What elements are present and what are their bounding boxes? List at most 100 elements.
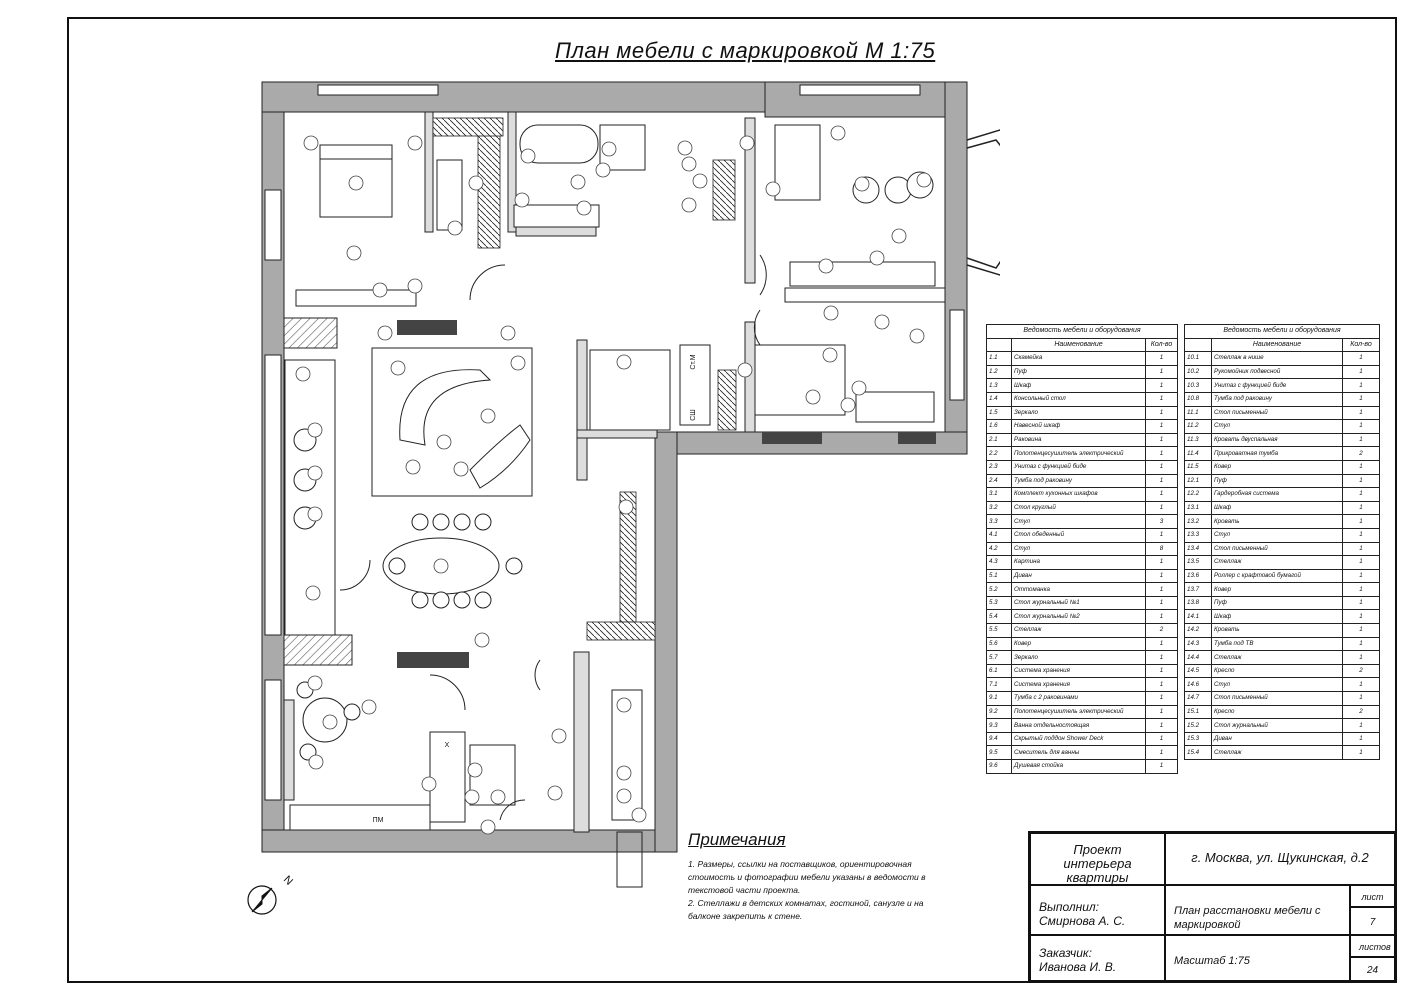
cupboard-label-st: Ст.М [690, 354, 697, 369]
schedule-code: 9.6 [986, 759, 1012, 774]
schedule-qty: 1 [1342, 527, 1380, 543]
schedule-code: 9.4 [986, 731, 1012, 747]
schedule-qty: 1 [1342, 514, 1380, 529]
schedule-item-name: Тумба с 2 раковинами [1011, 691, 1146, 706]
schedule-qty: 1 [1342, 555, 1380, 570]
schedule-qty: 1 [1145, 704, 1178, 720]
schedule-item-name: Унитаз с функцией биде [1011, 459, 1146, 475]
performed-label: Выполнил: [1039, 900, 1099, 914]
schedule-item-name: Стол журнальный №2 [1011, 609, 1146, 625]
cupboard-label-sh: СШ [690, 409, 697, 420]
schedule-item-name: Стул [1211, 677, 1343, 693]
schedule-qty: 1 [1342, 405, 1380, 421]
schedule-code: 2.3 [986, 459, 1012, 475]
schedule-qty: 1 [1145, 500, 1178, 516]
schedule-code: 13.4 [1184, 541, 1212, 557]
schedule-qty: 1 [1145, 419, 1178, 434]
schedule-qty: 1 [1342, 351, 1380, 366]
schedule-item-name: Роллер с крафтовой бумагой [1211, 568, 1343, 584]
shelving [432, 117, 737, 641]
schedule-qty: 1 [1145, 609, 1178, 625]
schedule-item-name: Стол письменный [1211, 691, 1343, 706]
schedule-code: 5.3 [986, 595, 1012, 611]
schedule-item-name: Прикроватная тумба [1211, 446, 1343, 461]
schedule-qty: 1 [1342, 623, 1380, 638]
schedule-qty: 2 [1342, 663, 1380, 679]
schedule-item-name: Комплект кухонных шкафов [1011, 487, 1146, 502]
schedule-qty: 1 [1342, 391, 1380, 407]
scale: Масштаб 1:75 [1165, 935, 1350, 981]
schedule-code: 1.1 [986, 351, 1012, 366]
schedule-qty: 1 [1145, 378, 1178, 393]
schedule-qty: 1 [1342, 378, 1380, 393]
schedule-code: 3.1 [986, 487, 1012, 502]
schedule-qty: 3 [1145, 514, 1178, 529]
schedule-qty: 1 [1145, 364, 1178, 380]
schedule-qty: 2 [1342, 446, 1380, 461]
schedule-item-name: Шкаф [1211, 500, 1343, 516]
schedule-item-name: Ковер [1211, 459, 1343, 475]
schedule-qty: 1 [1145, 650, 1178, 665]
compass-label: N [281, 874, 295, 888]
schedule-item-name: Система хранения [1011, 663, 1146, 679]
schedule-code: 2.4 [986, 473, 1012, 489]
schedule-1-title: Ведомость мебели и оборудования [986, 324, 1178, 339]
schedule-2-qty-header: Кол-во [1342, 337, 1380, 353]
kitchen-label-pm: ПМ [373, 817, 384, 824]
customer-label: Заказчик: [1039, 946, 1092, 960]
schedule-item-name: Зеркало [1011, 405, 1146, 421]
schedule-code: 9.5 [986, 745, 1012, 760]
schedule-item-name: Стол круглый [1011, 500, 1146, 516]
schedule-item-name: Оттоманка [1011, 582, 1146, 597]
schedule-qty: 1 [1145, 745, 1178, 760]
drawing-frame [67, 17, 1397, 983]
schedule-code: 13.7 [1184, 582, 1212, 597]
schedule-qty: 1 [1342, 745, 1380, 760]
compass: N [247, 874, 295, 915]
schedule-qty: 1 [1342, 636, 1380, 652]
schedule-qty: 1 [1342, 582, 1380, 597]
schedule-code: 1.6 [986, 419, 1012, 434]
schedule-qty: 1 [1145, 582, 1178, 597]
schedule-item-name: Навесной шкаф [1011, 419, 1146, 434]
schedule-item-name: Картина [1011, 555, 1146, 570]
furniture-schedule-1: Ведомость мебели и оборудования Наименов… [986, 324, 1178, 774]
schedule-code: 2.1 [986, 432, 1012, 448]
schedule-item-name: Шкаф [1011, 378, 1146, 393]
schedule-qty: 1 [1342, 718, 1380, 733]
schedule-qty: 1 [1145, 432, 1178, 448]
schedule-item-name: Смеситель для ванны [1011, 745, 1146, 760]
schedule-item-name: Тумба под раковину [1011, 473, 1146, 489]
dark-radiators [397, 320, 936, 668]
schedule-qty: 2 [1145, 623, 1178, 638]
schedule-item-name: Тумба под раковину [1211, 391, 1343, 407]
furniture-schedule-2: Ведомость мебели и оборудования Наименов… [1184, 324, 1380, 760]
schedule-code: 7.1 [986, 677, 1012, 693]
